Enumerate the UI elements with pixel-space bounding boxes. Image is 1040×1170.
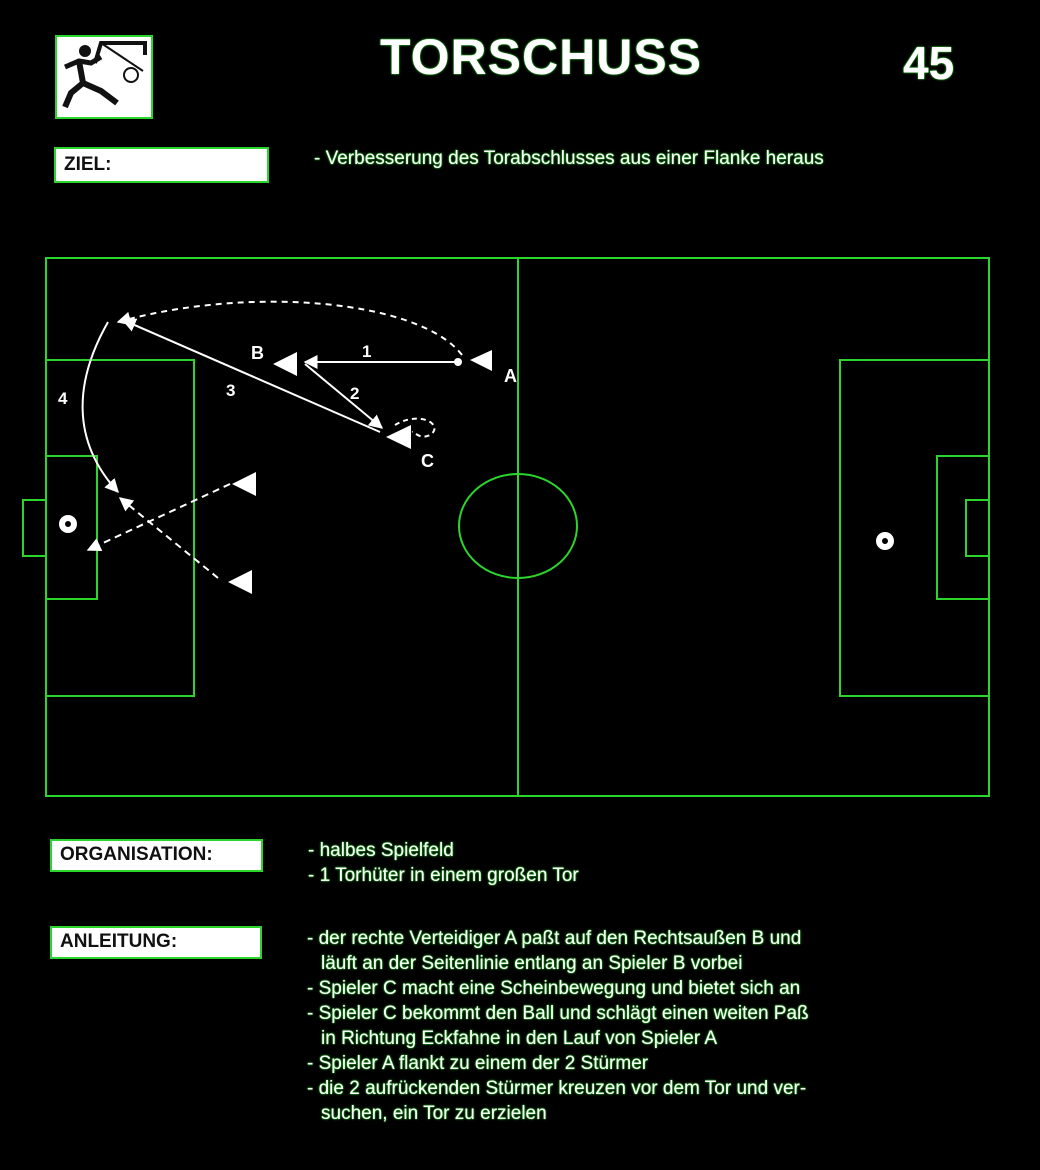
- ball-marker: [454, 358, 462, 366]
- pass-1-label: 1: [362, 342, 371, 361]
- feint-c-line: [394, 417, 436, 438]
- organisation-text: - halbes Spielfeld - 1 Torhüter in einem…: [308, 838, 579, 888]
- organisation-label: ORGANISATION:: [50, 839, 263, 872]
- ziel-text: - Verbesserung des Torabschlusses aus ei…: [314, 148, 824, 169]
- anleitung-line: - Spieler C macht eine Scheinbewegung un…: [307, 978, 801, 999]
- center-circle: [458, 473, 578, 579]
- player-a-marker: [470, 350, 492, 371]
- anleitung-line: läuft an der Seitenlinie entlang an Spie…: [321, 953, 743, 974]
- player-b-marker: [273, 352, 297, 376]
- right-goal-area: [936, 455, 990, 600]
- player-c-label: C: [421, 451, 434, 471]
- field-lines: [22, 257, 990, 797]
- left-goal: [22, 499, 47, 557]
- striker-run-2-line: [118, 497, 219, 579]
- player-a-label: A: [504, 366, 517, 386]
- striker-1-marker: [232, 472, 256, 496]
- anleitung-line: - die 2 aufrückenden Stürmer kreuzen vor…: [307, 1078, 807, 1099]
- right-goal: [965, 499, 990, 557]
- striker-2-marker: [228, 570, 252, 594]
- anleitung-line: - Spieler C bekommt den Ball und schlägt…: [307, 1003, 809, 1024]
- pass-3-label: 3: [226, 381, 235, 400]
- page-title: TORSCHUSS: [380, 29, 703, 85]
- anleitung-line: in Richtung Eckfahne in den Lauf von Spi…: [321, 1028, 718, 1049]
- pass-3-line: [121, 318, 381, 433]
- player-c-marker: [386, 425, 411, 449]
- page-number: 45: [903, 37, 955, 89]
- soccer-player-goal-icon: [55, 35, 153, 119]
- striker-run-1-line: [86, 483, 231, 552]
- anleitung-text: - der rechte Verteidiger A paßt auf den …: [307, 926, 809, 1126]
- penalty-spots: [59, 515, 894, 550]
- pass-2-label: 2: [350, 384, 359, 403]
- anleitung-label: ANLEITUNG:: [50, 926, 262, 959]
- player-b-label: B: [251, 343, 264, 363]
- cross-4-line: [81, 321, 119, 494]
- ziel-label: ZIEL:: [54, 147, 269, 183]
- pass-2-line: [304, 363, 384, 429]
- anleitung-line: - Spieler A flankt zu einem der 2 Stürme…: [307, 1053, 649, 1074]
- anleitung-line: - der rechte Verteidiger A paßt auf den …: [307, 928, 802, 949]
- organisation-line: - 1 Torhüter in einem großen Tor: [308, 865, 579, 886]
- soccer-field-diagram: A B C 1 2 3 4: [22, 257, 990, 797]
- anleitung-line: suchen, ein Tor zu erzielen: [321, 1103, 547, 1124]
- run-a-line: [116, 300, 463, 356]
- pass-4-label: 4: [58, 389, 68, 408]
- organisation-line: - halbes Spielfeld: [308, 840, 454, 861]
